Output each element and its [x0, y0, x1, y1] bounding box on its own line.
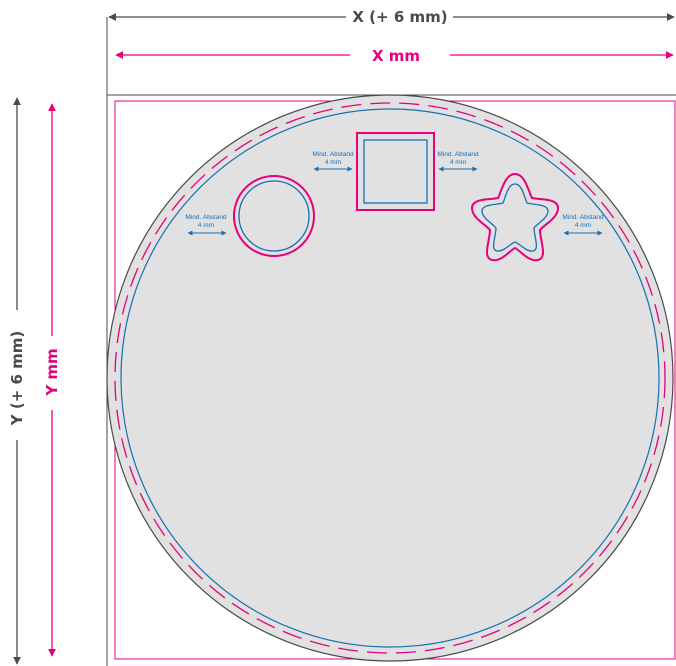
circle-spacing-title: Mind. Abstand [185, 214, 227, 221]
square-hole-safety [363, 139, 428, 204]
star-spacing-value: 4 mm [575, 222, 591, 229]
height-bleed-label: Y (+ 6 mm) [8, 331, 26, 427]
star-spacing-title: Mind. Abstand [562, 214, 604, 221]
square-right-spacing-value: 4 mm [450, 159, 466, 166]
width-final-label: X mm [372, 47, 420, 65]
circle-spacing-value: 4 mm [198, 222, 214, 229]
circle-hole-safety [238, 180, 310, 252]
square-spacing-title: Mind. Abstand [312, 151, 354, 158]
cut-line-dashed [114, 102, 666, 654]
safety-line [120, 108, 660, 648]
height-final-label: Y mm [43, 348, 61, 396]
width-bleed-label: X (+ 6 mm) [352, 8, 447, 26]
square-spacing-value: 4 mm [325, 159, 341, 166]
square-right-spacing-title: Mind. Abstand [437, 151, 479, 158]
star-hole-safety [481, 183, 549, 252]
